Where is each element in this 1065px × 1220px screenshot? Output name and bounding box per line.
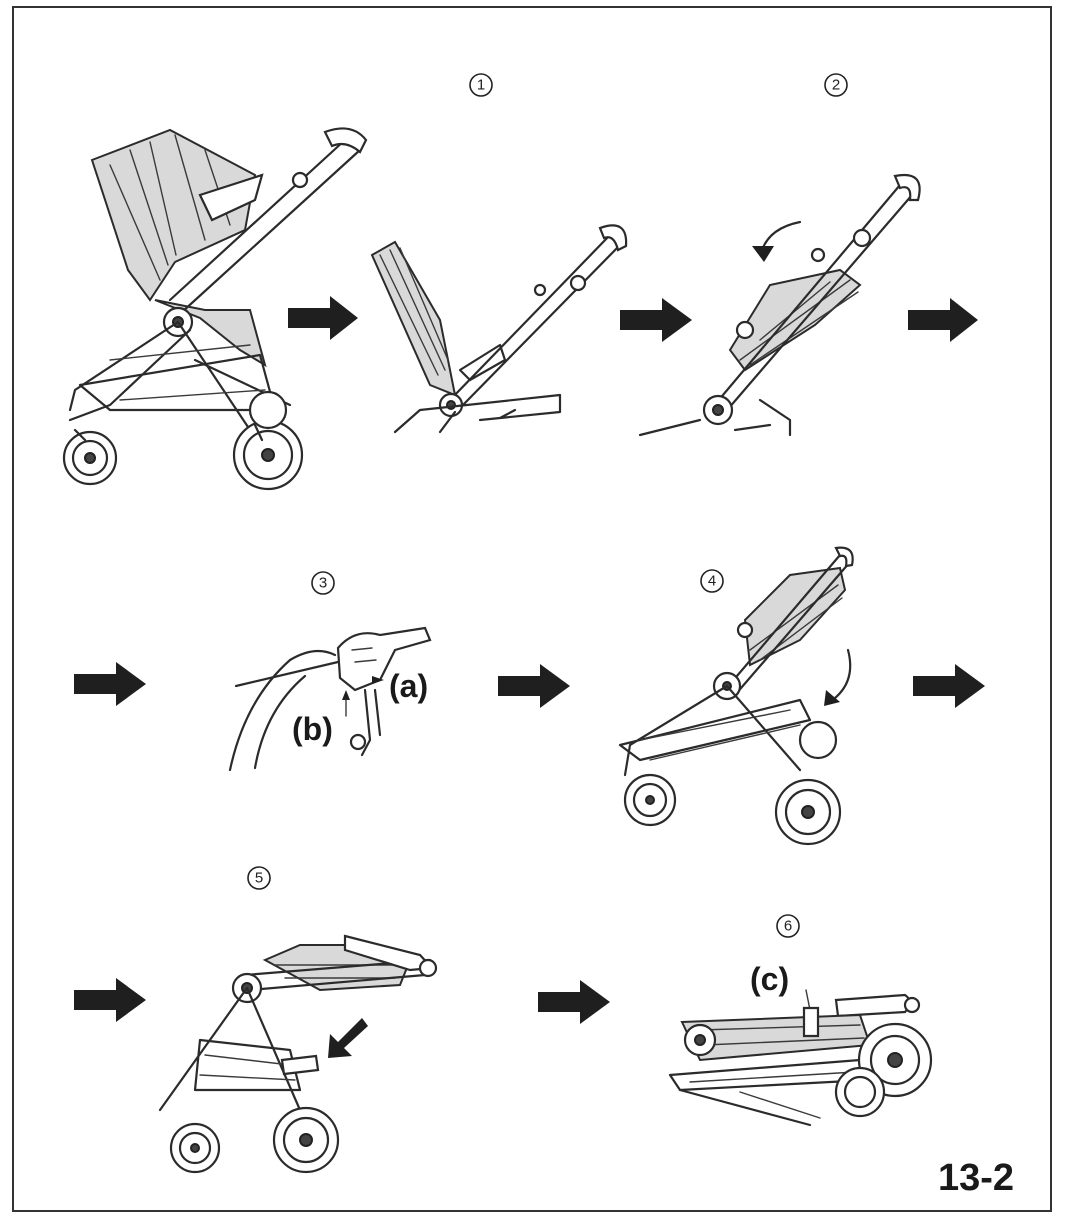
right-arrow-icon: [74, 978, 146, 1022]
step-1-badge: 1: [469, 73, 493, 97]
step-4-badge: 4: [700, 569, 724, 593]
step-2-label: 2: [832, 77, 840, 94]
page-number: 13-2: [938, 1157, 1014, 1199]
callout-b-label: (b): [292, 711, 333, 747]
step-1-label: 1: [477, 77, 485, 94]
step-5-badge: 5: [247, 866, 271, 890]
curved-arrow-icon: [824, 648, 852, 706]
step-3-illustration: (a) (b): [228, 626, 432, 772]
page-frame: [12, 6, 1052, 1212]
callout-a-label: (a): [389, 668, 428, 704]
callout-c-label: (c): [750, 961, 789, 997]
curved-arrow-icon: [752, 220, 802, 262]
step-2-badge: 2: [824, 73, 848, 97]
right-arrow-icon: [74, 662, 146, 706]
step-6-label: 6: [784, 918, 792, 935]
right-arrow-icon: [288, 296, 358, 340]
down-left-arrow-icon: [328, 1018, 368, 1058]
step-5-illustration: [158, 934, 438, 1174]
step-4-label: 4: [708, 573, 716, 590]
right-arrow-icon: [538, 980, 610, 1024]
step-3-badge: 3: [311, 571, 335, 595]
step-5-label: 5: [255, 870, 263, 887]
right-arrow-icon: [498, 664, 570, 708]
step-1-illustration: [370, 224, 628, 434]
step-2-illustration: [638, 173, 921, 437]
step-6-badge: 6: [776, 914, 800, 938]
right-arrow-icon: [913, 664, 985, 708]
right-arrow-icon: [908, 298, 978, 342]
step-6-illustration: (c): [668, 961, 933, 1127]
step-4-illustration: [618, 546, 854, 846]
right-arrow-icon: [620, 298, 692, 342]
step-3-label: 3: [319, 575, 327, 592]
stroller-unfolded-illustration: [62, 127, 368, 491]
